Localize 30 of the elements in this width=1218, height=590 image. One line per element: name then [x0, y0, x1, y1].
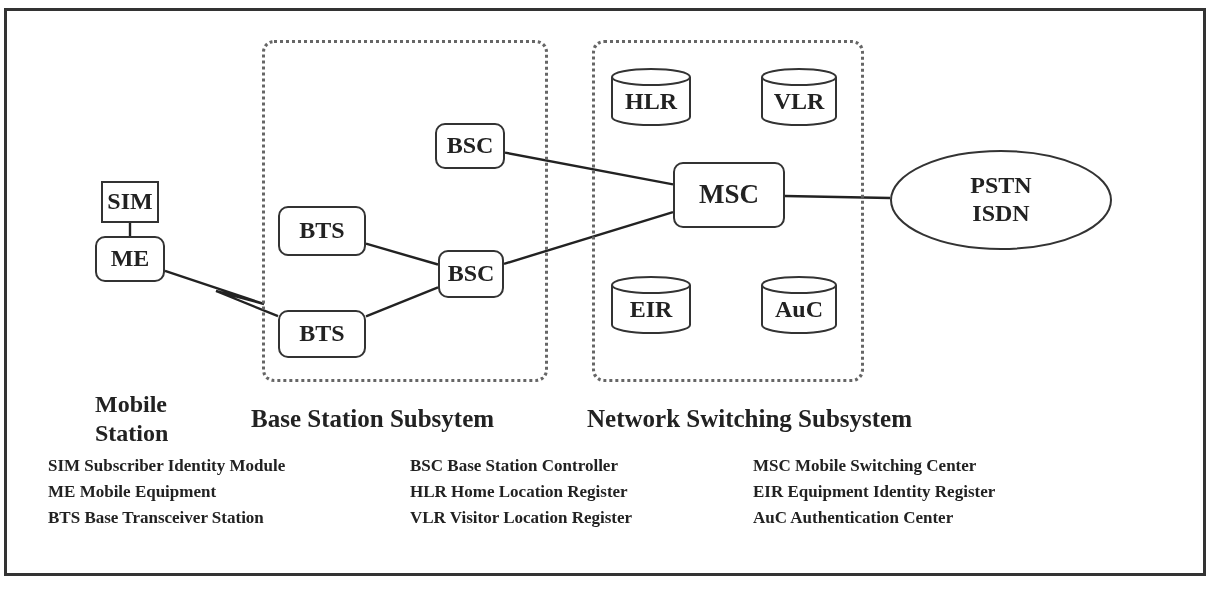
- connector-line: [365, 242, 439, 266]
- abbreviation-note: BSC Base Station Controller: [410, 456, 618, 477]
- section-label: Mobile Station: [95, 390, 170, 448]
- abbreviation-note: VLR Visitor Location Register: [410, 508, 633, 529]
- group-heading: Base Station Subsytem: [251, 405, 495, 434]
- process-box: MSC: [673, 162, 785, 228]
- connector-line: [365, 286, 439, 318]
- database-cylinder: AuC: [760, 276, 838, 334]
- process-box: BTS: [278, 206, 366, 256]
- database-cylinder: VLR: [760, 68, 838, 126]
- abbreviation-note: EIR Equipment Identity Register: [753, 482, 996, 503]
- process-box: BTS: [278, 310, 366, 358]
- abbreviation-note: BTS Base Transceiver Station: [48, 508, 264, 529]
- connector-line: [784, 194, 891, 200]
- radio-link-line: [164, 269, 279, 318]
- sim-box: SIM: [101, 181, 159, 223]
- abbreviation-note: HLR Home Location Register: [410, 482, 628, 503]
- abbreviation-note: ME Mobile Equipment: [48, 482, 217, 503]
- abbreviation-note: SIM Subscriber Identity Module: [48, 456, 286, 477]
- database-cylinder: HLR: [610, 68, 692, 126]
- abbreviation-note: AuC Authentication Center: [753, 508, 954, 529]
- process-box: ME: [95, 236, 165, 282]
- process-box: BSC: [435, 123, 505, 169]
- network-ellipse: PSTN ISDN: [890, 150, 1112, 250]
- connector-line: [503, 210, 674, 266]
- process-box: BSC: [438, 250, 504, 298]
- connector-line: [504, 151, 674, 186]
- group-heading: Network Switching Subsystem: [587, 405, 913, 434]
- abbreviation-note: MSC Mobile Switching Center: [753, 456, 977, 477]
- database-cylinder: EIR: [610, 276, 692, 334]
